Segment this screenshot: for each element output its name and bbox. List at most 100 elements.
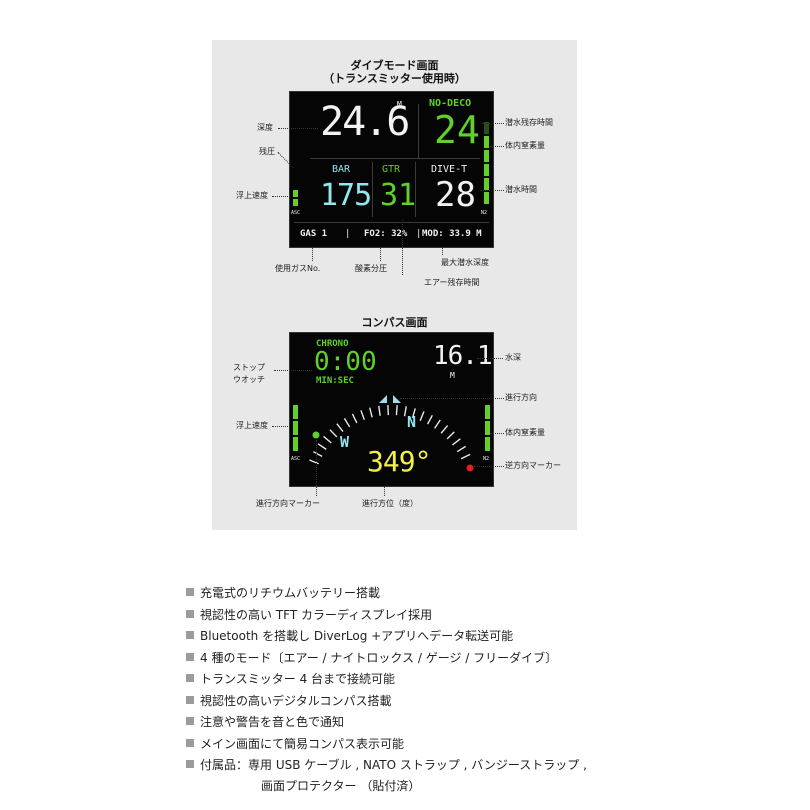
compass-tick (411, 408, 416, 419)
compass-screen: CHRONO 0:00 MIN:SEC 16.1 M W N 349° ASC … (289, 332, 494, 487)
ascent-bar-2 (293, 199, 298, 206)
callout-n2: 体内窒素量 (505, 141, 545, 150)
feature-item: トランスミッター 4 台まで接続可能 (186, 669, 626, 691)
divet-label: DIVE-T (431, 164, 468, 175)
compass-title: コンパス画面 (361, 316, 428, 329)
compass-n2-bar-1 (485, 405, 490, 419)
leader-fo2 (380, 247, 381, 261)
divider-v3 (415, 162, 416, 217)
leader-n2 (490, 146, 504, 147)
divider-v1 (418, 104, 419, 159)
feature-item-continuation: 画面プロテクター （貼付済） (261, 778, 421, 793)
footer-fo2: FO2: 32% (364, 229, 408, 239)
compass-ascent-bar-3 (293, 437, 298, 451)
compass-n2-bar-3 (485, 437, 490, 451)
callout-compass-n2: 体内窒素量 (505, 428, 545, 437)
dir-n: N (407, 413, 417, 431)
heading-marker-dot (312, 431, 320, 439)
compass-tick (309, 459, 319, 465)
bullet-square-icon (186, 588, 194, 596)
compass-tick (317, 443, 327, 450)
bullet-square-icon (186, 631, 194, 639)
callout-mod: 最大潜水深度 (441, 258, 489, 267)
leader-mod (442, 247, 443, 255)
leader-nodeco (482, 123, 504, 124)
chrono-value: 0:00 (314, 347, 377, 377)
bullet-square-icon (186, 760, 194, 768)
bar-label: BAR (332, 164, 351, 175)
compass-ticks (309, 405, 471, 465)
compass-n2-bar-2 (485, 421, 490, 435)
nodeco-label: NO-DECO (429, 98, 472, 109)
leader-heading-marker (316, 440, 317, 496)
gtr-label: GTR (382, 164, 401, 175)
dive-mode-title: ダイブモード画面 （トランスミッター使用時） (323, 59, 466, 85)
footer-sep-1: | (345, 229, 351, 239)
depth-value: 24.6 (320, 99, 410, 145)
feature-item: Bluetooth を搭載し DiverLog +アプリへデータ転送可能 (186, 626, 626, 648)
bullet-square-icon (186, 609, 194, 618)
compass-tick (446, 431, 455, 440)
compass-tick (427, 414, 433, 425)
n2-bar-6 (484, 192, 489, 204)
divider-h1 (310, 158, 480, 159)
illustration-panel: ダイブモード画面 （トランスミッター使用時） 24.6 M NO-DECO 24… (212, 40, 577, 530)
compass-tick (351, 413, 358, 424)
compass-tick (360, 410, 365, 420)
dive-mode-screen: 24.6 M NO-DECO 24 BAR 175 GTR 31 DIVE-T … (289, 91, 494, 248)
compass-tick (378, 405, 381, 416)
feature-list: 充電式のリチウムバッテリー搭載 視認性の高い TFT カラーディスプレイ採用 B… (186, 583, 626, 795)
dir-w: W (340, 433, 350, 451)
compass-tick (395, 405, 398, 416)
footer-gas: GAS 1 (300, 229, 328, 239)
leader-gas (312, 247, 313, 261)
n2-bar-1 (484, 122, 489, 134)
feature-item: 4 種のモード〔エアー / ナイトロックス / ゲージ / フリーダイブ〕 (186, 648, 626, 670)
callout-heading-dir: 進行方向 (505, 393, 537, 402)
asc-label: ASC (291, 210, 301, 216)
n2-bar-4 (484, 164, 489, 176)
gtr-value: 31 (380, 178, 417, 213)
compass-n2-label: N2 (483, 456, 490, 462)
bullet-square-icon (186, 717, 194, 725)
leader-stopwatch (274, 370, 312, 371)
bar-value: 175 (320, 178, 372, 213)
n2-bar-3 (484, 150, 489, 162)
callout-depth: 深度 (257, 123, 273, 132)
leader-heading-dir (400, 398, 504, 399)
compass-ascent-bar-2 (293, 421, 298, 435)
callout-reverse-marker: 逆方向マーカー (505, 461, 561, 470)
compass-asc-label: ASC (291, 456, 301, 462)
feature-item: メイン画面にて簡易コンパス表示可能 (186, 734, 626, 756)
compass-tick (403, 406, 407, 417)
callout-stopwatch: ストップ ウオッチ (233, 363, 265, 384)
nodeco-value: 24 (434, 108, 480, 152)
compass-tick (312, 451, 323, 457)
feature-item: 付属品：専用 USB ケーブル , NATO ストラップ , バンジーストラップ… (186, 755, 606, 777)
n2-bar-5 (484, 178, 489, 190)
callout-divetime: 潜水時間 (505, 185, 537, 194)
leader-waterdepth (477, 358, 503, 359)
callout-compass-ascent: 浮上速度 (236, 421, 268, 430)
callout-fo2: 酸素分圧 (355, 264, 387, 273)
callout-pressure: 残圧 (259, 147, 275, 156)
bullet-square-icon (186, 738, 194, 747)
compass-tick (440, 425, 449, 434)
callout-ascent: 浮上速度 (236, 191, 268, 200)
leader-heading-deg (384, 486, 385, 496)
compass-tick (343, 418, 351, 428)
compass-tick (452, 438, 461, 446)
feature-item: 視認性の高いデジタルコンパス搭載 (186, 691, 626, 713)
compass-tick (434, 419, 441, 429)
leader-compass-ascent (272, 426, 290, 427)
compass-tick (419, 411, 425, 421)
heading-arrow-left (379, 395, 387, 403)
compass-tick (369, 407, 373, 418)
footer-mod: MOD: 33.9 M (422, 229, 482, 239)
callout-gtr: エアー残存時間 (424, 278, 480, 287)
compass-depth-value: 16.1 (433, 341, 493, 371)
callout-nodeco: 潜水残存時間 (505, 118, 553, 127)
divider-h2 (294, 222, 489, 223)
divet-value: 28 (435, 175, 476, 215)
ascent-bar-1 (293, 190, 298, 197)
